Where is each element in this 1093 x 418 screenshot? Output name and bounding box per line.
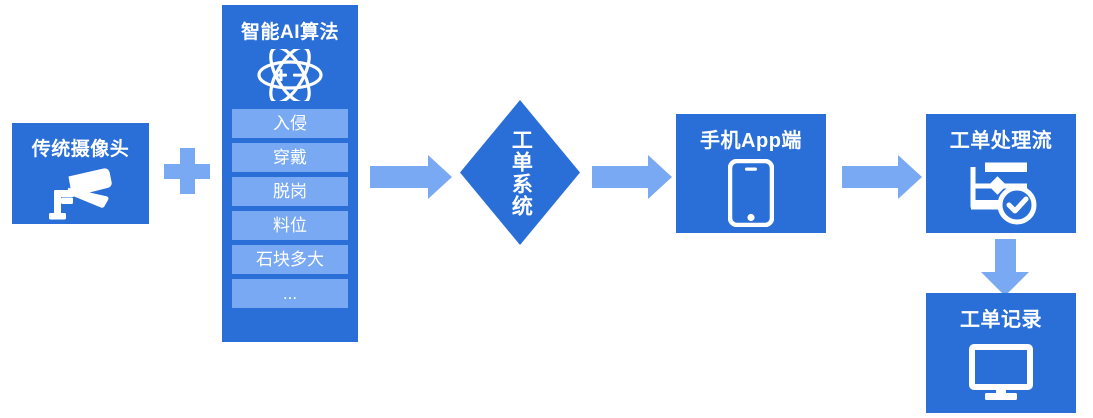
arrow-app-to-workflow <box>842 155 922 199</box>
node-title-ticket-workflow: 工单处理流 <box>949 130 1053 152</box>
arrow-shaft <box>370 166 428 188</box>
node-traditional-camera[interactable]: 传统摄像头 <box>12 123 149 224</box>
arrow-head <box>981 272 1029 296</box>
arrow-ticket-to-app <box>592 155 672 199</box>
node-ticket-system[interactable]: 工单系统 <box>460 100 580 245</box>
ai-chip-rock-size[interactable]: 石块多大 <box>232 245 348 274</box>
arrow-shaft <box>842 166 898 188</box>
arrow-head <box>648 155 672 199</box>
ai-chip-material-level[interactable]: 料位 <box>232 211 348 240</box>
arrow-shaft <box>995 239 1016 272</box>
smartphone-icon <box>728 153 774 233</box>
node-ticket-workflow[interactable]: 工单处理流 <box>926 114 1076 233</box>
ai-chip-off-duty[interactable]: 脱岗 <box>232 177 348 206</box>
node-mobile-app[interactable]: 手机App端 <box>676 114 826 233</box>
atom-icon <box>256 49 324 101</box>
arrow-head <box>428 155 452 199</box>
node-title-traditional-camera: 传统摄像头 <box>31 139 130 160</box>
node-title-mobile-app: 手机App端 <box>700 130 802 152</box>
node-title-ai-algorithms: 智能AI算法 <box>240 22 339 43</box>
arrow-shaft <box>592 166 648 188</box>
plus-icon <box>164 148 210 194</box>
ai-chip-more[interactable]: ... <box>232 279 348 308</box>
arrow-workflow-to-record <box>981 239 1029 296</box>
cctv-camera-icon <box>48 161 114 224</box>
ai-chip-intrusion[interactable]: 入侵 <box>232 109 348 138</box>
node-title-ticket-record: 工单记录 <box>960 309 1042 331</box>
node-ai-algorithms[interactable]: 智能AI算法 入侵 穿戴 脱岗 料位 石块多大 ... <box>222 5 358 342</box>
arrow-camera-ai-to-ticket <box>370 155 452 199</box>
node-ticket-record[interactable]: 工单记录 <box>926 293 1076 413</box>
plus-icon-vertical-bar <box>180 148 195 194</box>
monitor-icon <box>969 332 1033 413</box>
ai-chip-wearables[interactable]: 穿戴 <box>232 143 348 172</box>
ai-algorithm-list: 入侵 穿戴 脱岗 料位 石块多大 ... <box>222 109 358 318</box>
arrow-head <box>898 155 922 199</box>
workflow-check-icon <box>965 153 1037 233</box>
node-title-ticket-system: 工单系统 <box>509 128 533 217</box>
